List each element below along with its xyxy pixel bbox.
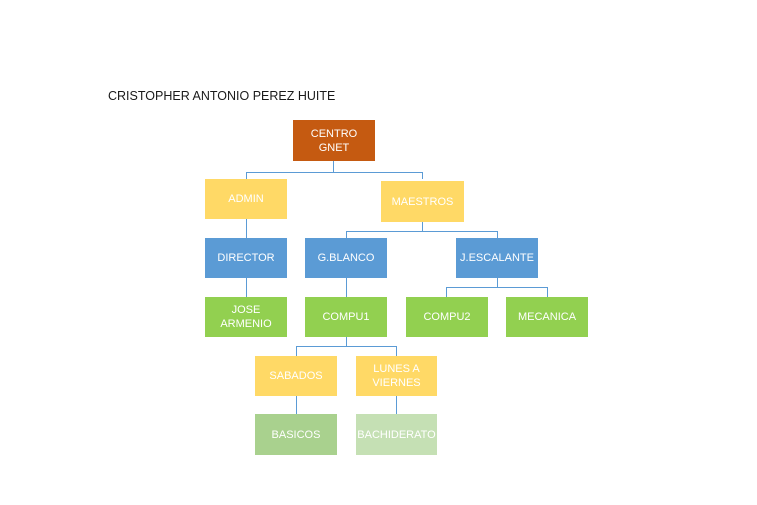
node-bachiderato: BACHIDERATO (356, 414, 437, 455)
node-jose-armenio: JOSE ARMENIO (205, 297, 287, 337)
node-maestros: MAESTROS (381, 181, 464, 222)
edge-compu1-children (296, 337, 397, 356)
edge-maestros-children (346, 222, 498, 238)
node-compu2: COMPU2 (406, 297, 488, 337)
node-centro-gnet: CENTRO GNET (293, 120, 375, 161)
edge-centro-children (246, 161, 423, 179)
node-j-escalante: J.ESCALANTE (456, 238, 538, 278)
edge-jescalante-children (446, 278, 548, 297)
author-name: CRISTOPHER ANTONIO PEREZ HUITE (108, 89, 336, 103)
node-basicos: BASICOS (255, 414, 337, 455)
node-director: DIRECTOR (205, 238, 287, 278)
node-admin: ADMIN (205, 179, 287, 219)
node-compu1: COMPU1 (305, 297, 387, 337)
node-mecanica: MECANICA (506, 297, 588, 337)
node-g-blanco: G.BLANCO (305, 238, 387, 278)
node-sabados: SABADOS (255, 356, 337, 396)
node-lunes-a-viernes: LUNES A VIERNES (356, 356, 437, 396)
